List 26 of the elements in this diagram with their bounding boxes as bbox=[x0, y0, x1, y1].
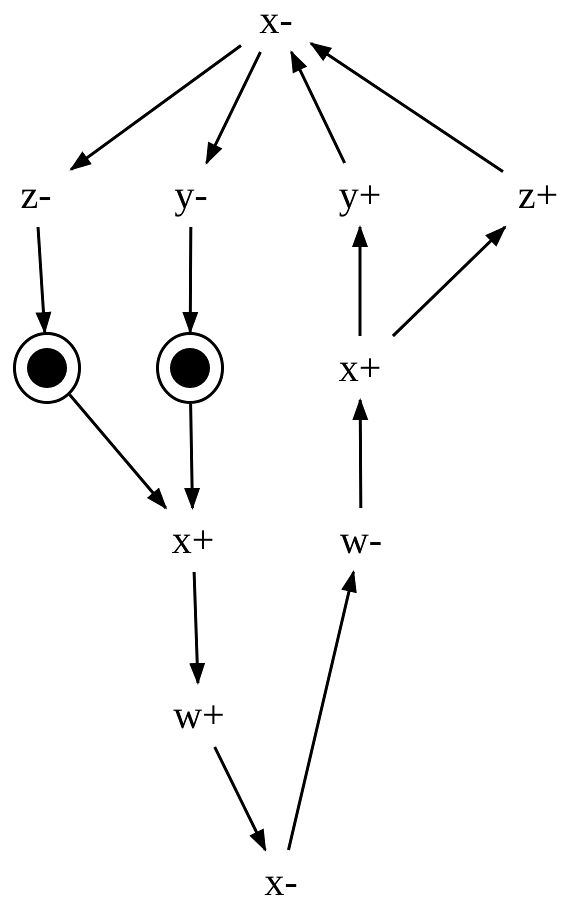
arrow bbox=[309, 42, 504, 173]
node-label: w- bbox=[340, 520, 382, 560]
arrow bbox=[182, 226, 198, 334]
node-label: x+ bbox=[338, 348, 382, 388]
node-label: x- bbox=[264, 862, 298, 902]
arrow bbox=[68, 394, 168, 510]
arrow bbox=[184, 404, 200, 510]
arrow bbox=[213, 746, 267, 852]
circle-dot-symbol bbox=[156, 332, 224, 404]
arrow bbox=[287, 570, 357, 850]
arrow bbox=[352, 225, 368, 336]
node-label: x- bbox=[259, 0, 293, 40]
node-label: z+ bbox=[518, 175, 558, 215]
node-label: z- bbox=[20, 175, 52, 215]
circle-dot-symbol bbox=[13, 332, 81, 404]
arrow bbox=[352, 398, 368, 508]
arrow bbox=[35, 226, 52, 334]
arrow bbox=[392, 226, 506, 338]
node-label: y+ bbox=[338, 175, 382, 215]
node-label: x+ bbox=[172, 520, 214, 560]
arrow bbox=[290, 50, 346, 164]
arrow bbox=[69, 44, 242, 171]
arrow bbox=[189, 572, 206, 685]
node-label: w+ bbox=[173, 695, 225, 735]
node-label: y- bbox=[174, 175, 208, 215]
arrow bbox=[205, 51, 262, 165]
